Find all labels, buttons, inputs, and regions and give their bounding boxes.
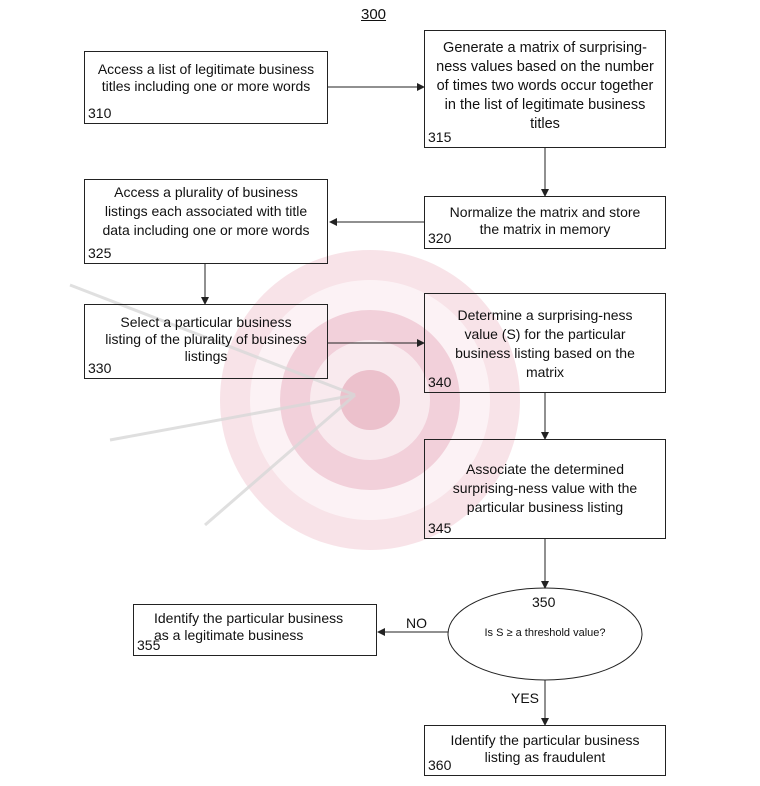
step-360-text: Identify the particular business listing…	[450, 732, 640, 765]
step-315-box: Generate a matrix of surprising-ness val…	[424, 30, 666, 148]
step-325-text: Access a plurality of business listings …	[102, 184, 310, 238]
step-360-box: Identify the particular business listing…	[424, 725, 666, 776]
step-345-box: Associate the determined surprising-ness…	[424, 439, 666, 539]
step-345-text: Associate the determined surprising-ness…	[452, 461, 638, 515]
decision-350-number: 350	[532, 594, 556, 610]
step-330-box: Select a particular business listing of …	[84, 304, 328, 379]
decision-no-label: NO	[406, 615, 427, 631]
step-330-text: Select a particular business listing of …	[105, 314, 307, 364]
step-355-text: Identify the particular business as a le…	[154, 610, 344, 643]
step-330-number: 330	[88, 360, 112, 376]
step-325-box: Access a plurality of business listings …	[84, 179, 328, 264]
step-320-box: Normalize the matrix and store the matri…	[424, 196, 666, 249]
step-325-number: 325	[88, 245, 112, 261]
step-320-text: Normalize the matrix and store the matri…	[449, 204, 641, 237]
step-310-text: Access a list of legitimate business tit…	[97, 61, 315, 94]
decision-yes-label: YES	[511, 690, 540, 706]
step-340-box: Determine a surprising-ness value (S) fo…	[424, 293, 666, 393]
figure-number: 300	[361, 6, 387, 23]
step-340-text: Determine a surprising-ness value (S) fo…	[455, 307, 635, 380]
step-355-box: Identify the particular business as a le…	[133, 604, 377, 656]
step-340-number: 340	[428, 374, 452, 390]
step-345-number: 345	[428, 520, 452, 536]
step-360-number: 360	[428, 757, 452, 773]
step-315-number: 315	[428, 129, 452, 145]
decision-350-text: Is S ≥ a threshold value?	[484, 627, 606, 639]
step-315-text: Generate a matrix of surprising-ness val…	[436, 40, 654, 132]
decision-350-shape	[447, 587, 643, 681]
step-320-number: 320	[428, 230, 452, 246]
step-355-number: 355	[137, 637, 161, 653]
step-310-number: 310	[88, 105, 112, 121]
step-310-box: Access a list of legitimate business tit…	[84, 51, 328, 124]
